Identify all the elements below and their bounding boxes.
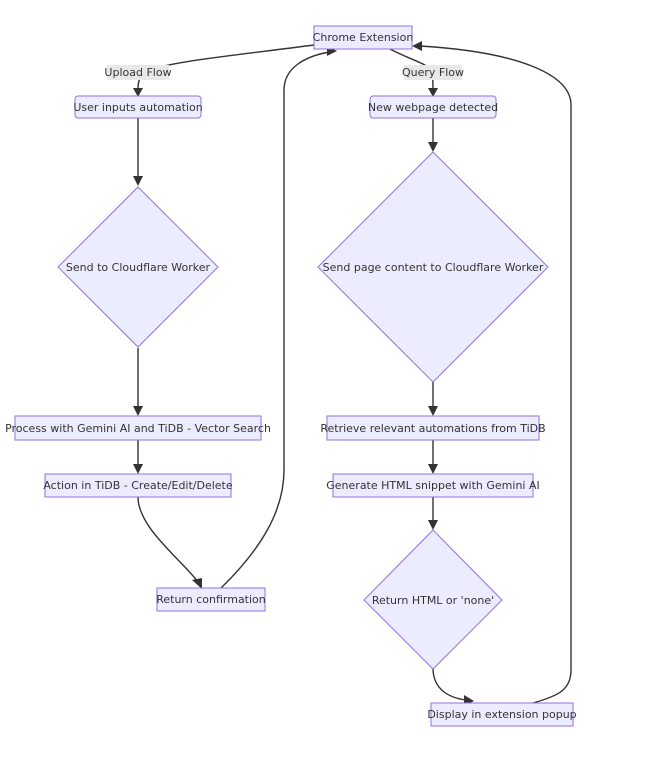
node-user-inputs-automation: User inputs automation	[73, 95, 203, 119]
edge-sendpage-to-retrieve	[428, 382, 438, 416]
node-chrome-extension: Chrome Extension	[313, 25, 414, 50]
svg-text:Query Flow: Query Flow	[402, 66, 464, 79]
decision-send-page-content: Send page content to Cloudflare Worker	[317, 151, 549, 383]
svg-text:Send to Cloudflare Worker: Send to Cloudflare Worker	[66, 261, 211, 274]
node-generate-html-snippet: Generate HTML snippet with Gemini AI	[326, 473, 540, 498]
edge-user-to-send	[133, 118, 143, 186]
svg-text:Process with Gemini AI and TiD: Process with Gemini AI and TiDB - Vector…	[5, 422, 271, 435]
svg-text:Retrieve relevant automations: Retrieve relevant automations from TiDB	[320, 422, 545, 435]
edge-webpage-to-sendpage	[428, 118, 438, 152]
query-flow-label: Query Flow	[402, 65, 464, 80]
edge-retrieve-to-generate	[428, 440, 438, 474]
svg-text:User inputs automation: User inputs automation	[73, 101, 202, 114]
node-display-extension-popup: Display in extension popup	[427, 702, 577, 727]
svg-text:Upload Flow: Upload Flow	[104, 66, 171, 79]
edge-display-to-chrome	[412, 41, 572, 704]
node-process-gemini-tidb: Process with Gemini AI and TiDB - Vector…	[5, 415, 271, 441]
svg-text:Action in TiDB - Create/Edit/D: Action in TiDB - Create/Edit/Delete	[43, 479, 233, 492]
node-retrieve-automations: Retrieve relevant automations from TiDB	[320, 415, 546, 441]
svg-text:Return HTML or 'none': Return HTML or 'none'	[372, 594, 494, 607]
decision-return-html: Return HTML or 'none'	[363, 529, 503, 670]
edge-process-to-action	[133, 440, 143, 474]
edge-returnhtml-to-display	[432, 667, 474, 706]
edge-action-to-return	[137, 496, 202, 589]
upload-flow-label: Upload Flow	[104, 65, 172, 80]
svg-text:Send page content to Cloudflar: Send page content to Cloudflare Worker	[323, 261, 544, 274]
edge-send-to-process	[133, 348, 143, 416]
svg-text:Chrome Extension: Chrome Extension	[313, 31, 414, 44]
edge-generate-to-returnhtml	[428, 497, 438, 530]
decision-send-to-cloudflare: Send to Cloudflare Worker	[57, 186, 219, 348]
node-return-confirmation: Return confirmation	[156, 587, 266, 612]
node-new-webpage-detected: New webpage detected	[368, 95, 498, 119]
edge-return-to-chrome	[220, 46, 337, 589]
svg-text:Return confirmation: Return confirmation	[156, 593, 266, 606]
svg-text:Generate HTML snippet with Gem: Generate HTML snippet with Gemini AI	[326, 479, 539, 492]
svg-text:New webpage detected: New webpage detected	[368, 101, 498, 114]
svg-text:Display in extension popup: Display in extension popup	[427, 708, 576, 721]
node-action-in-tidb: Action in TiDB - Create/Edit/Delete	[43, 473, 233, 498]
